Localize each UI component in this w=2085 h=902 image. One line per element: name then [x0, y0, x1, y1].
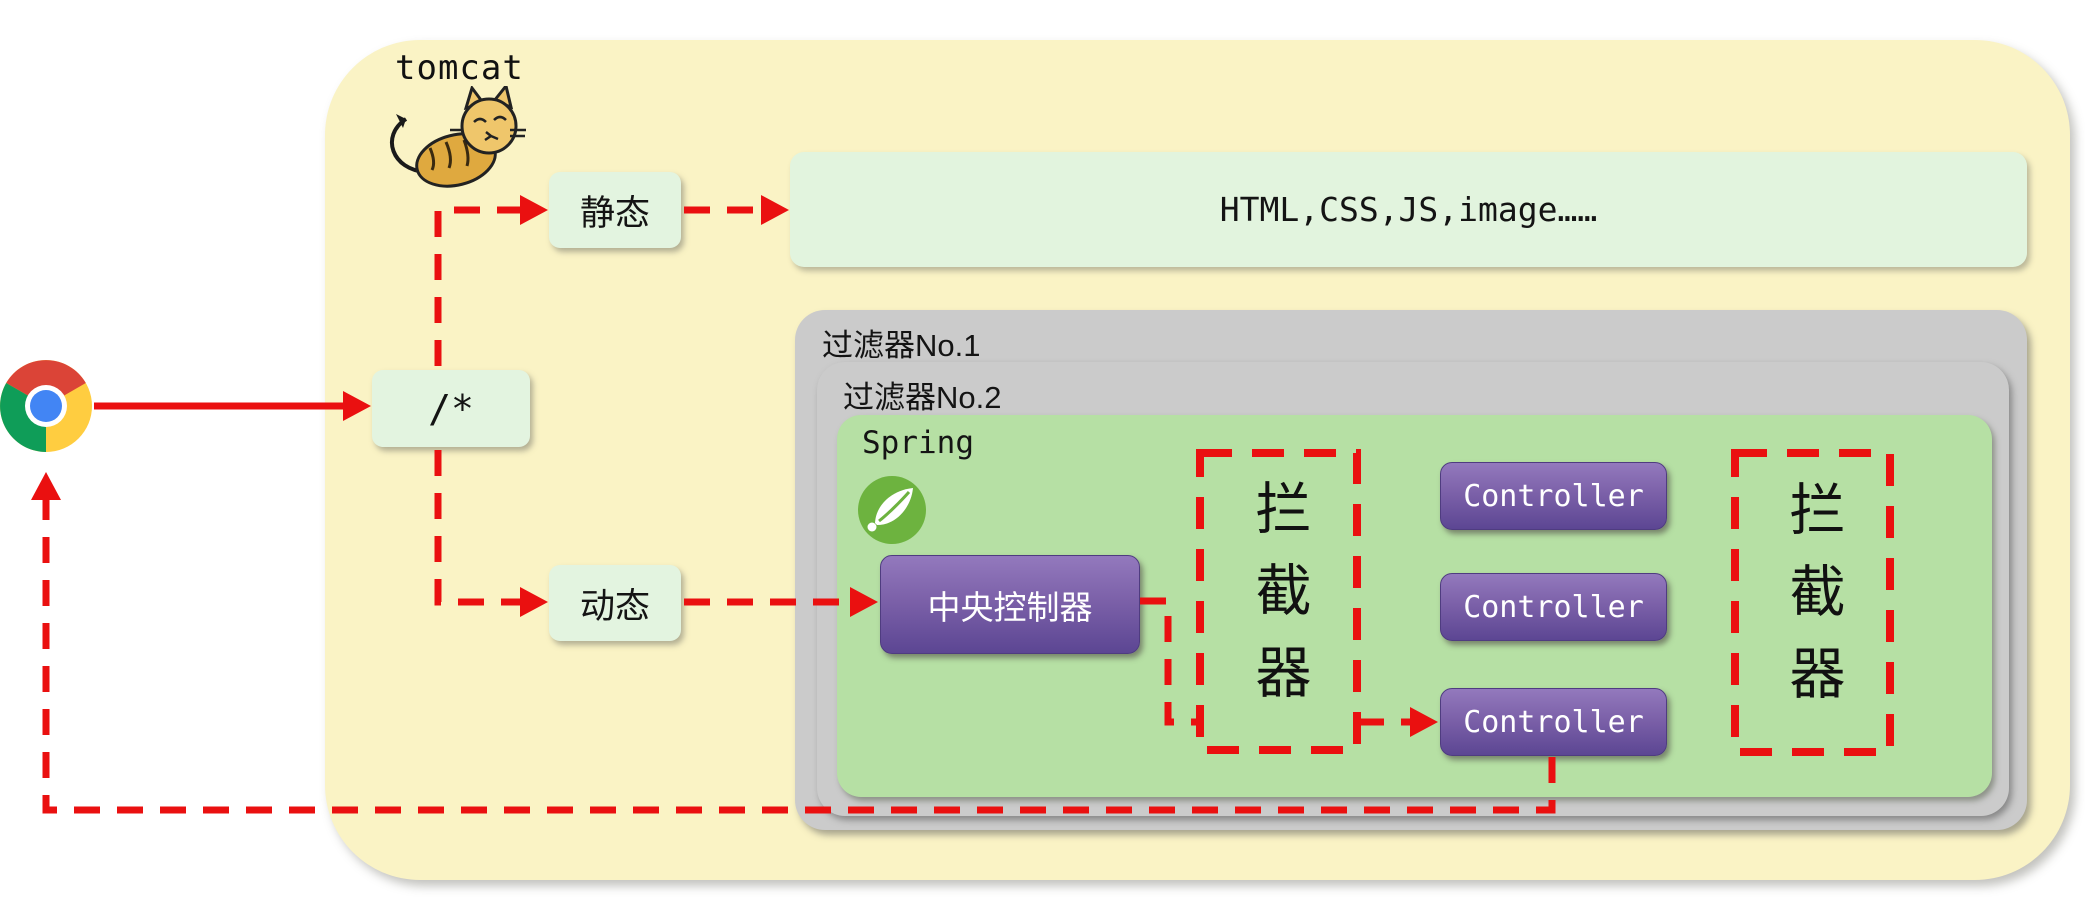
interceptor-left-box: 拦截器 — [1247, 478, 1309, 725]
tomcat-logo-icon — [389, 86, 526, 188]
url-pattern-box: /* — [372, 370, 530, 447]
tomcat-label: tomcat — [395, 48, 524, 88]
arrowhead — [31, 472, 61, 500]
dynamic-route-box: 动态 — [549, 565, 681, 641]
central-controller-box: 中央控制器 — [880, 555, 1140, 654]
controller-box: Controller — [1440, 573, 1667, 641]
chrome-icon — [0, 360, 92, 452]
filter-1-label: 过滤器No.1 — [822, 328, 981, 363]
spring-label: Spring — [862, 425, 974, 461]
static-resources-box: HTML,CSS,JS,image…… — [790, 152, 2027, 267]
spring-logo-icon — [858, 476, 926, 544]
controller-box: Controller — [1440, 462, 1667, 530]
controller-box: Controller — [1440, 688, 1667, 756]
static-route-box: 静态 — [549, 172, 681, 248]
filter-2-label: 过滤器No.2 — [843, 380, 1002, 415]
interceptor-right-box: 拦截器 — [1781, 479, 1843, 726]
